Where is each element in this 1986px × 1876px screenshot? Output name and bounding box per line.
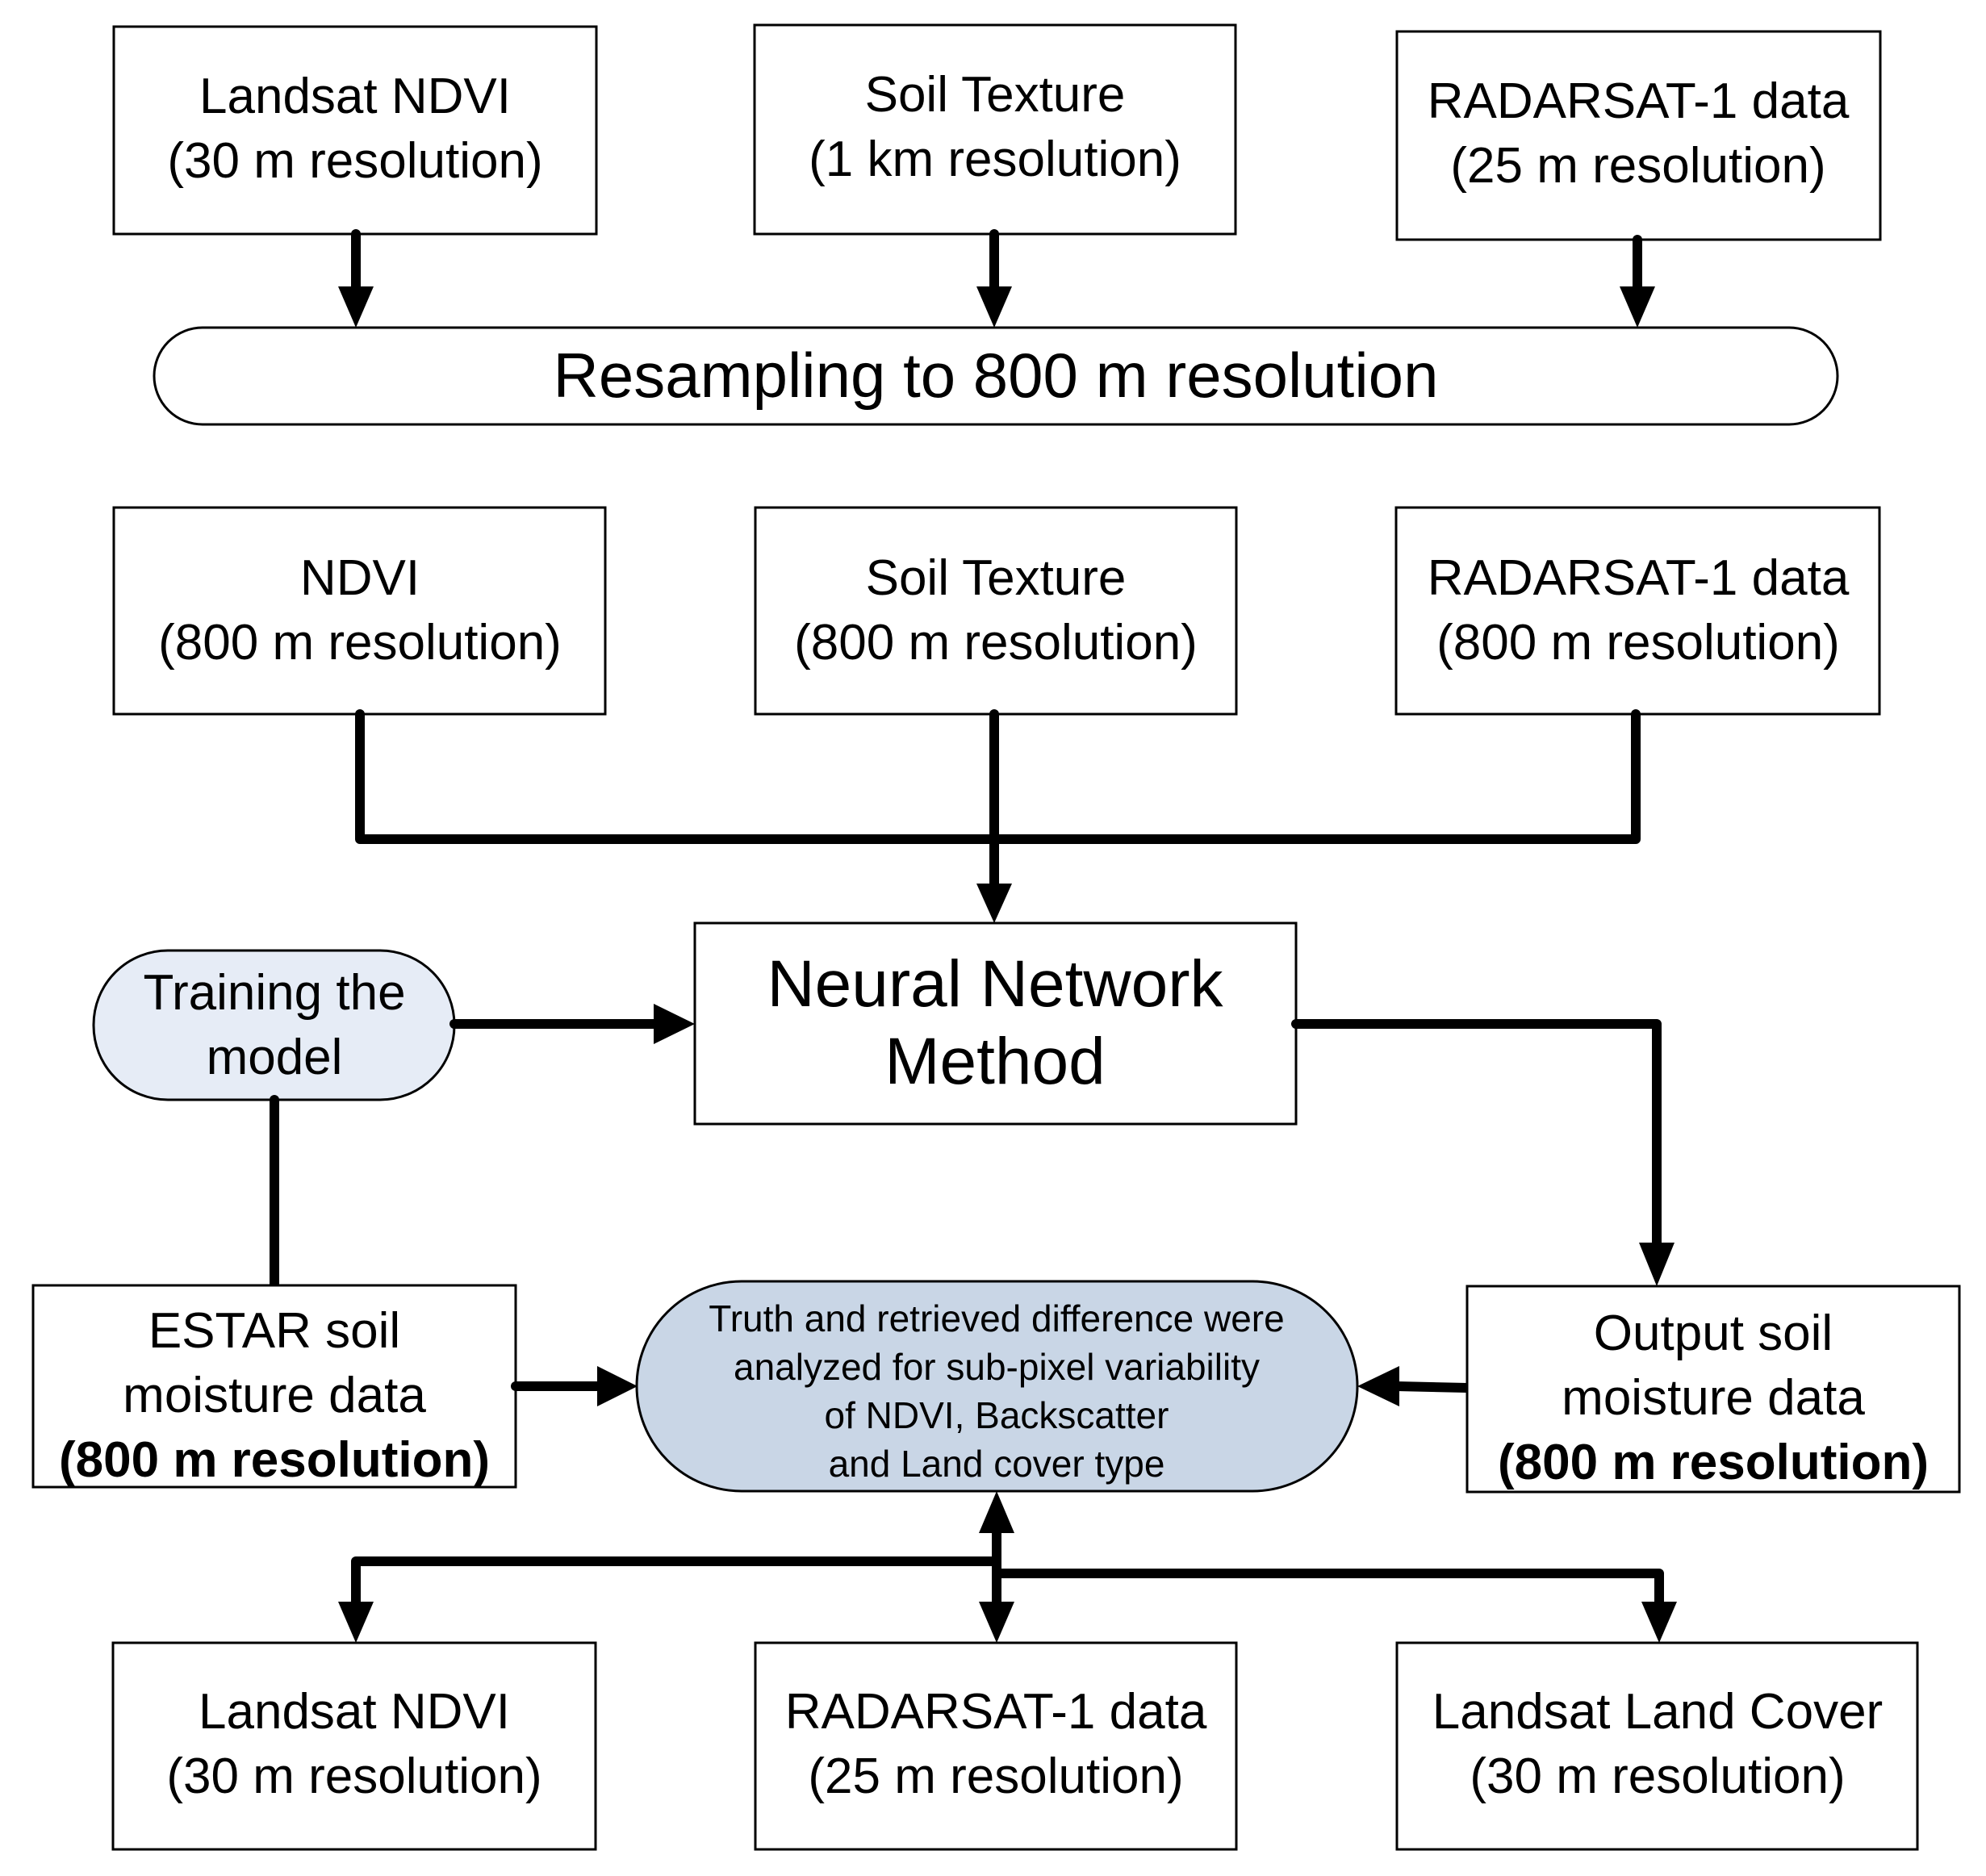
analysis-line3: of NDVI, Backscatter [825, 1394, 1169, 1436]
arrow-top-1 [338, 229, 374, 328]
neural-network-box: Neural Network Method [693, 921, 1298, 1126]
box-title: Landsat NDVI [199, 1684, 510, 1740]
box-subtitle: (1 km resolution) [809, 132, 1181, 187]
box-subtitle: (25 m resolution) [808, 1749, 1183, 1804]
box-subtitle: (25 m resolution) [1450, 138, 1825, 194]
box-subtitle: (30 m resolution) [166, 1749, 541, 1804]
output-box: Output soil moisture data (800 m resolut… [1465, 1285, 1961, 1494]
training-line1: Training the [143, 965, 405, 1021]
top-box-soil-texture: Soil Texture (1 km resolution) [753, 23, 1237, 236]
nn-line2: Method [884, 1025, 1106, 1098]
arrow-nn-to-output [1291, 1019, 1675, 1286]
arrow-top-2 [976, 229, 1012, 328]
mid-box-ndvi: NDVI (800 m resolution) [112, 506, 607, 716]
box-title: NDVI [300, 550, 420, 606]
box-subtitle: (30 m resolution) [167, 133, 542, 189]
analysis-step: Truth and retrieved difference were anal… [635, 1280, 1359, 1493]
resampling-label: Resampling to 800 m resolution [554, 340, 1439, 411]
merge-connector [355, 709, 1641, 923]
analysis-line1: Truth and retrieved difference were [709, 1297, 1284, 1339]
top-box-radarsat: RADARSAT-1 data (25 m resolution) [1395, 30, 1882, 241]
arrow-output-to-analysis [1357, 1366, 1472, 1406]
output-line3: (800 m resolution) [1498, 1435, 1929, 1490]
mid-box-soil-texture: Soil Texture (800 m resolution) [754, 506, 1238, 716]
estar-box: ESTAR soil moisture data (800 m resoluti… [31, 1284, 517, 1489]
bottom-connectors [338, 1491, 1677, 1643]
box-title: Landsat Land Cover [1432, 1684, 1883, 1740]
bottom-box-landsat-ndvi: Landsat NDVI (30 m resolution) [111, 1641, 597, 1851]
box-subtitle: (800 m resolution) [158, 615, 562, 671]
box-title: RADARSAT-1 data [1428, 73, 1850, 129]
arrow-training-to-nn [449, 1004, 695, 1044]
box-subtitle: (800 m resolution) [794, 615, 1198, 671]
box-title: Soil Texture [865, 67, 1126, 123]
box-title: Landsat NDVI [199, 69, 511, 124]
analysis-line2: analyzed for sub-pixel variability [734, 1346, 1260, 1388]
mid-box-radarsat: RADARSAT-1 data (800 m resolution) [1394, 506, 1881, 716]
arrow-top-3 [1620, 235, 1655, 328]
analysis-line4: and Land cover type [829, 1443, 1165, 1485]
resampling-step: Resampling to 800 m resolution [153, 326, 1839, 426]
bottom-box-radarsat: RADARSAT-1 data (25 m resolution) [754, 1641, 1238, 1851]
estar-line1: ESTAR soil [148, 1303, 400, 1359]
estar-line2: moisture data [123, 1368, 426, 1423]
training-step: Training the model [92, 949, 456, 1101]
bottom-box-land-cover: Landsat Land Cover (30 m resolution) [1395, 1641, 1919, 1851]
box-subtitle: (30 m resolution) [1470, 1749, 1845, 1804]
training-line2: model [207, 1030, 343, 1085]
box-title: RADARSAT-1 data [1428, 550, 1850, 606]
box-title: Soil Texture [866, 550, 1127, 606]
nn-line1: Neural Network [767, 947, 1223, 1021]
output-line1: Output soil [1594, 1306, 1833, 1361]
arrow-estar-to-analysis [511, 1366, 638, 1406]
estar-line3: (800 m resolution) [59, 1432, 490, 1488]
box-title: RADARSAT-1 data [785, 1684, 1207, 1740]
box-subtitle: (800 m resolution) [1436, 615, 1840, 671]
top-box-landsat-ndvi: Landsat NDVI (30 m resolution) [112, 25, 598, 236]
output-line2: moisture data [1562, 1370, 1865, 1426]
